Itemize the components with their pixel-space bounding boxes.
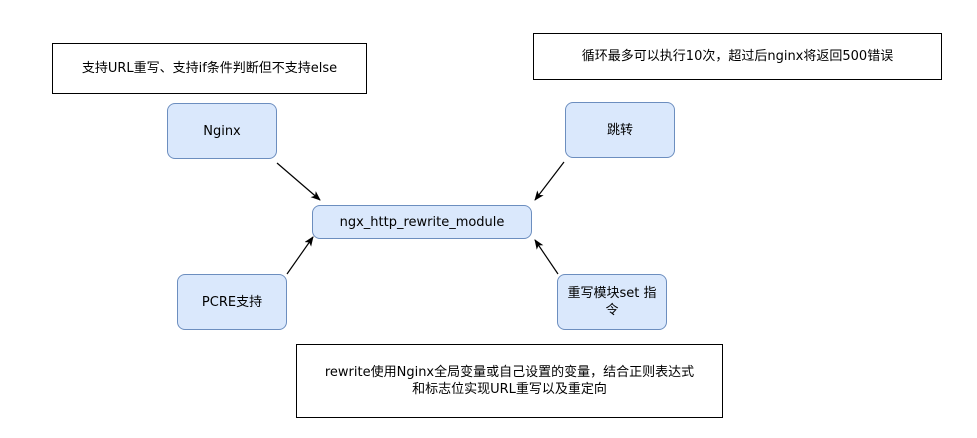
note-description-line2: 和标志位实现URL重写以及重定向 (412, 382, 607, 397)
node-set-directive-label: 重写模块set 指令 (567, 286, 657, 318)
arrow-set-directive-to-module (534, 239, 559, 275)
node-set-directive: 重写模块set 指令 (557, 274, 667, 330)
node-pcre-label: PCRE支持 (201, 294, 263, 310)
node-pcre: PCRE支持 (177, 274, 287, 330)
node-center-module: ngx_http_rewrite_module (312, 205, 532, 239)
node-jump-label: 跳转 (606, 122, 633, 138)
node-jump: 跳转 (565, 102, 675, 158)
arrow-jump-to-module (534, 161, 565, 201)
node-nginx: Nginx (167, 103, 277, 159)
note-url-rewrite-text: 支持URL重写、支持if条件判断但不支持else (81, 61, 338, 76)
node-center-module-label: ngx_http_rewrite_module (339, 214, 505, 230)
note-loop-limit: 循环最多可以执行10次，超过后nginx将返回500错误 (533, 33, 942, 80)
arrow-nginx-to-module (276, 162, 321, 201)
node-nginx-label: Nginx (203, 123, 241, 139)
note-description-line1: rewrite使用Nginx全局变量或自己设置的变量，结合正则表达式 (324, 365, 695, 380)
arrow-pcre-to-module (286, 236, 314, 275)
note-loop-limit-text: 循环最多可以执行10次，超过后nginx将返回500错误 (581, 49, 894, 64)
note-description: rewrite使用Nginx全局变量或自己设置的变量，结合正则表达式 和标志位实… (296, 344, 723, 418)
note-url-rewrite: 支持URL重写、支持if条件判断但不支持else (52, 43, 367, 94)
